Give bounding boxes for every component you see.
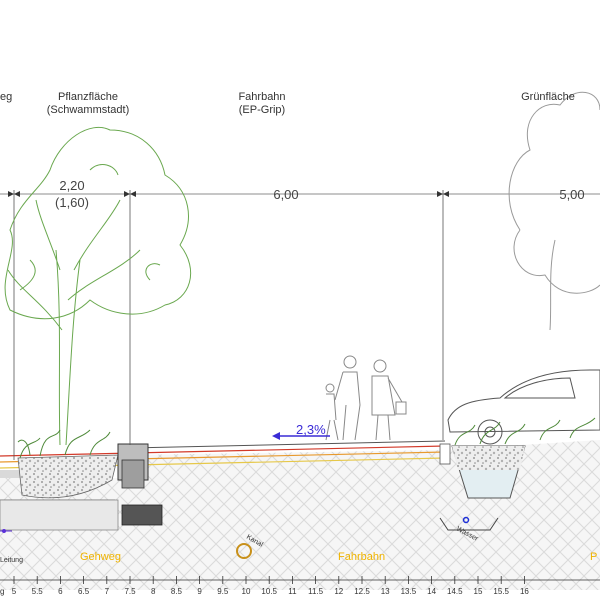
ruler-tick-label: 9 — [197, 587, 202, 596]
label-pflanzflaeche: Pflanzfläche — [58, 91, 118, 103]
water-trench — [439, 517, 499, 531]
base-layer-left — [0, 499, 119, 531]
ruler-left-partial: g — [0, 587, 4, 596]
ruler-tick-label: 5.5 — [32, 587, 44, 596]
zone-fahrbahn: Fahrbahn — [338, 551, 385, 563]
water-pipe — [462, 516, 470, 524]
soil-body — [0, 440, 600, 590]
ruler-tick-label: 12 — [334, 587, 343, 596]
layer-line-red — [0, 445, 446, 457]
pedestrians-icon — [325, 355, 407, 441]
ruler-tick-label: 14.5 — [447, 587, 463, 596]
planting-bed-gravel — [17, 454, 119, 499]
road-surface — [129, 440, 446, 449]
ruler-tick-label: 9.5 — [217, 587, 229, 596]
label-gruenflaeche: Grünfläche — [521, 91, 575, 103]
ruler-tick-label: 5 — [12, 587, 17, 596]
dim-fahrbahn-width: 6,00 — [273, 187, 298, 202]
ruler-tick-label: 8.5 — [171, 587, 183, 596]
dim-pflanz-width-alt: (1,60) — [55, 195, 89, 210]
ruler-tick-label: 6 — [58, 587, 63, 596]
sidewalk-slab — [0, 470, 20, 478]
ruler-tick-label: 6.5 — [78, 587, 90, 596]
ruler-ticks: 5 5.5 6 6.5 7 7.5 8 8.5 9 9.5 10 10.5 11 11.5 12 12.5 13… — [12, 576, 529, 596]
ruler-tick-label: 15.5 — [493, 587, 509, 596]
ruler-tick-label: 13 — [381, 587, 390, 596]
sewer-pipe — [236, 543, 252, 559]
shrubs-left-icon — [17, 429, 111, 459]
tree-left-icon — [4, 126, 192, 446]
tree-right-icon — [508, 91, 600, 331]
label-gehweg-top: eg — [0, 91, 12, 103]
ruler-tick-label: 7 — [105, 587, 110, 596]
ruler-tick-label: 10 — [242, 587, 251, 596]
ruler-tick-label: 10.5 — [261, 587, 277, 596]
zone-gehweg: Gehweg — [80, 551, 121, 563]
label-fahrbahn: Fahrbahn — [238, 91, 285, 103]
label-leitung: Leitung — [0, 557, 23, 564]
ruler-tick-label: 11.5 — [308, 587, 324, 596]
slope-label: 2,3% — [296, 422, 326, 437]
ruler-tick-label: 13.5 — [401, 587, 417, 596]
ruler-tick-label: 16 — [520, 587, 529, 596]
ruler-tick-label: 14 — [427, 587, 436, 596]
label-ep-grip: (EP-Grip) — [239, 104, 285, 116]
ruler-tick-label: 12.5 — [354, 587, 370, 596]
car-icon — [447, 369, 600, 445]
label-schwammstadt: (Schwammstadt) — [47, 104, 130, 116]
dim-pflanz-width: 2,20 — [59, 178, 84, 193]
ruler-tick-label: 7.5 — [124, 587, 136, 596]
ruler-tick-label: 15 — [474, 587, 483, 596]
ruler-tick-label: 8 — [151, 587, 156, 596]
zone-right-partial: P — [590, 551, 597, 563]
ruler-tick-label: 11 — [288, 587, 297, 596]
dim-gruen-width: 5,00 — [559, 187, 584, 202]
